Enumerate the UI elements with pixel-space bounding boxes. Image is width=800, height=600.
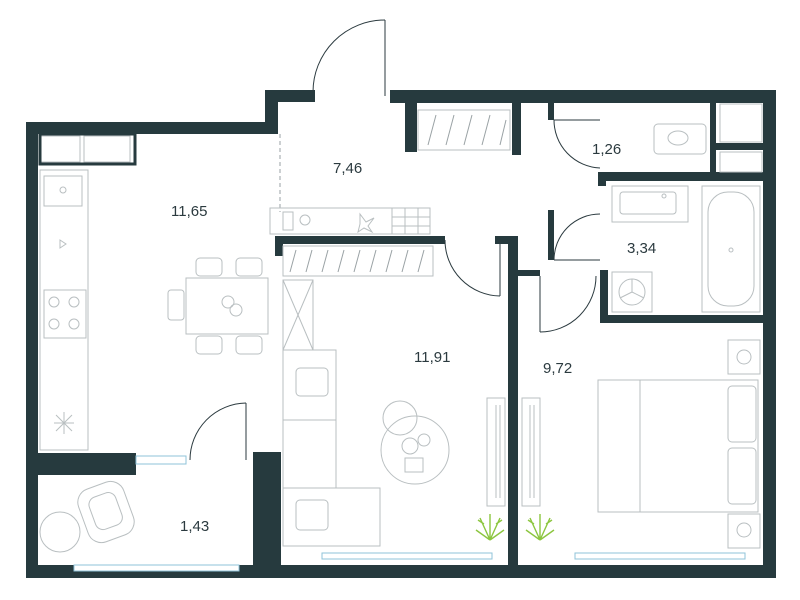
bathroom-area-label: 3,34 — [627, 240, 656, 257]
doors — [189, 19, 601, 461]
walls — [26, 90, 776, 578]
balcony-area-label: 1,43 — [180, 518, 209, 535]
area-labels: 11,65 7,46 1,26 3,34 11,91 9,72 1,43 — [171, 141, 656, 535]
windows — [73, 455, 746, 572]
wc-area-label: 1,26 — [592, 141, 621, 158]
hall-area-label: 7,46 — [333, 160, 362, 177]
bedroom-area-label: 9,72 — [543, 360, 572, 377]
plant-icon — [475, 514, 505, 541]
furniture — [38, 103, 763, 553]
living-area-label: 11,91 — [414, 349, 450, 366]
kitchen-area-label: 11,65 — [171, 203, 207, 220]
plant-icon — [525, 514, 555, 541]
